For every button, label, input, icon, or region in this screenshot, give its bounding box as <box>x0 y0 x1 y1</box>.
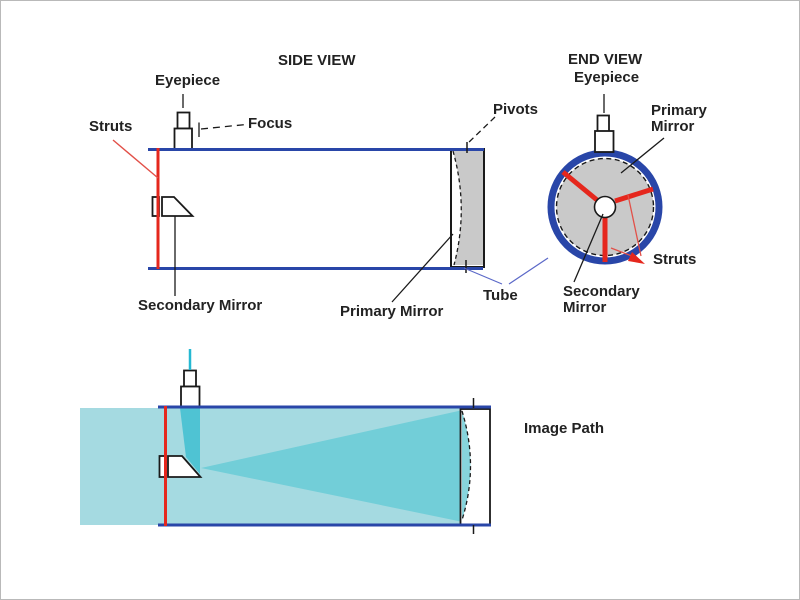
end-eyepiece-label: Eyepiece <box>574 69 640 86</box>
side-primary-mirror-curve <box>452 150 462 266</box>
end-primary-pointer-line <box>620 137 665 174</box>
side-eyepiece-label: Eyepiece <box>155 72 221 89</box>
bottom-secondary-mirror-prism <box>167 455 203 478</box>
side-focus-pointer-line <box>200 123 247 130</box>
side-struts-label: Struts <box>89 118 133 135</box>
side-focus-label: Focus <box>248 115 293 132</box>
end-view-title: END VIEW <box>568 51 643 68</box>
end-strut-upper-left <box>561 170 599 202</box>
end-eyepiece-top <box>596 114 610 133</box>
side-eyepiece-barrel <box>173 127 193 151</box>
side-primary-mirror-glass <box>453 151 483 265</box>
end-view-diagram <box>547 94 665 283</box>
end-secondary-mirror-hub <box>593 195 617 219</box>
side-view-title: SIDE VIEW <box>278 52 356 69</box>
bottom-primary-mirror-lightface <box>462 411 471 520</box>
end-eyepiece-barrel <box>594 130 615 153</box>
focused-beam-to-eyepiece <box>180 408 200 474</box>
side-view-diagram <box>112 94 549 303</box>
converging-light-cone <box>201 410 463 522</box>
image-path-diagram <box>80 349 491 534</box>
image-path-label: Image Path <box>524 420 605 437</box>
tube-label: Tube <box>483 287 518 304</box>
end-struts-pointer-line-1 <box>627 194 642 257</box>
end-struts-pointer-arrowhead <box>628 252 645 264</box>
end-struts-label: Struts <box>653 251 697 268</box>
bottom-eyepiece-barrel <box>180 385 201 409</box>
pivots-label: Pivots <box>493 101 539 118</box>
end-secondary-pointer-line <box>573 213 604 283</box>
side-primary-pointer-line <box>391 233 454 303</box>
bottom-primary-mirror-curve <box>461 410 472 521</box>
tube-pointer-line-right <box>508 257 549 285</box>
side-eyepiece-top <box>176 111 191 130</box>
end-secondary-mirror-label: Secondary Mirror <box>563 283 640 316</box>
side-secondary-mirror-prism <box>161 196 195 217</box>
side-pivots-pointer-line <box>466 116 496 145</box>
end-primary-mirror-label: Primary Mirror <box>651 102 707 135</box>
side-struts-pointer-line <box>112 139 159 179</box>
side-primary-mirror-label: Primary Mirror <box>340 303 444 320</box>
end-strut-right <box>614 186 654 204</box>
bottom-eyepiece-top <box>183 369 197 388</box>
side-secondary-mirror-label: Secondary Mirror <box>138 297 263 314</box>
tube-pointer-line-left <box>463 267 503 285</box>
